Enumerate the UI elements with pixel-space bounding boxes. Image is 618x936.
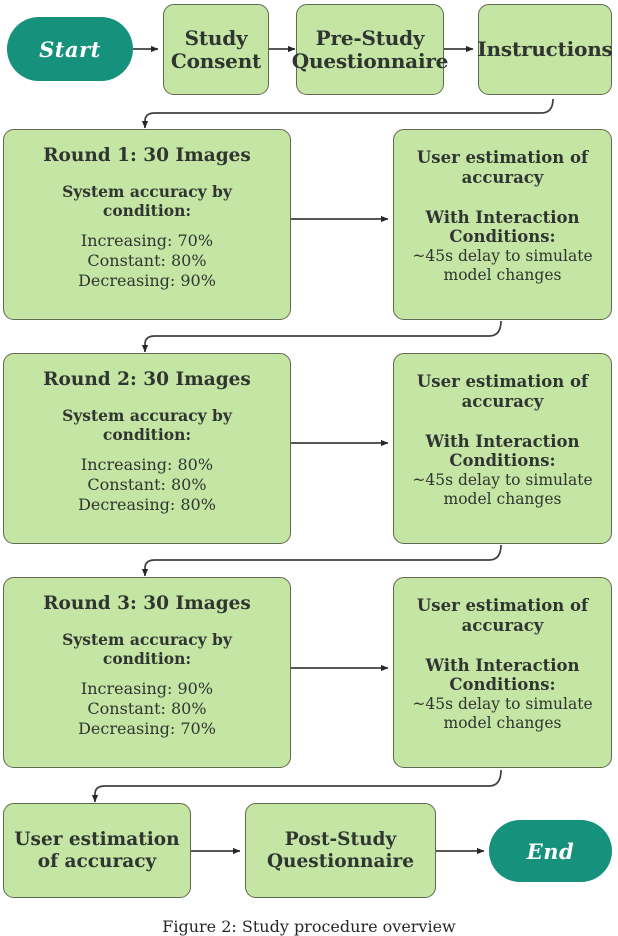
node-round-2-subhead: System accuracy by condition: <box>62 407 232 444</box>
edge-estimate1-to-round2 <box>141 320 502 353</box>
condition-increasing: Increasing: 90% <box>80 679 214 699</box>
condition-decreasing: Decreasing: 70% <box>78 719 216 739</box>
node-post-study-questionnaire[interactable]: Post-Study Questionnaire <box>245 803 436 898</box>
node-round-2[interactable]: Round 2: 30 Images System accuracy by co… <box>3 353 291 544</box>
node-pre-study-questionnaire-line2: Questionnaire <box>291 48 449 73</box>
node-final-estimate-line1: User estimation <box>14 829 180 851</box>
node-instructions[interactable]: Instructions <box>477 4 613 95</box>
edge-instructions-to-round1 <box>141 98 554 129</box>
node-estimate-1-note-line2: model changes <box>443 265 562 284</box>
node-final-estimate[interactable]: User estimation of accuracy <box>3 803 191 898</box>
node-estimate-3-head: User estimation of accuracy <box>417 596 588 636</box>
node-study-consent-line1: Study <box>184 25 248 50</box>
edge-estimate3-to-final <box>91 769 502 803</box>
node-estimate-1-cond-line2: Conditions: <box>449 227 556 247</box>
node-estimate-3[interactable]: User estimation of accuracy With Interac… <box>393 577 612 768</box>
node-round-3-conditions: Increasing: 90% Constant: 80% Decreasing… <box>78 679 216 739</box>
node-estimate-1-cond-line1: With Interaction <box>425 207 580 227</box>
node-estimate-2-cond-line1: With Interaction <box>425 431 580 451</box>
condition-increasing: Increasing: 80% <box>80 455 214 475</box>
node-start-label: Start <box>39 36 101 62</box>
node-estimate-1-note: ~45s delay to simulate model changes <box>410 247 594 284</box>
node-estimate-1-head-line1: User estimation of <box>416 148 589 167</box>
node-estimate-2-note: ~45s delay to simulate model changes <box>410 471 594 508</box>
node-estimate-2-cond-line2: Conditions: <box>449 451 556 471</box>
node-estimate-2-head: User estimation of accuracy <box>417 372 588 412</box>
node-start[interactable]: Start <box>7 17 133 81</box>
node-round-1-subhead-line2: condition: <box>102 200 192 220</box>
node-round-3-subhead: System accuracy by condition: <box>62 631 232 668</box>
node-round-1-subhead-line1: System accuracy by <box>62 182 232 202</box>
node-estimate-3-cond-line2: Conditions: <box>449 675 556 695</box>
node-estimate-1-head: User estimation of accuracy <box>417 148 588 188</box>
condition-constant: Constant: 80% <box>87 251 207 271</box>
edge-estimate2-to-round3 <box>141 544 502 577</box>
node-round-2-title: Round 2: 30 Images <box>43 369 251 390</box>
node-estimate-3-cond-line1: With Interaction <box>425 655 580 675</box>
node-end[interactable]: End <box>489 820 612 882</box>
figure-caption: Figure 2: Study procedure overview <box>162 917 456 936</box>
node-round-2-subhead-line1: System accuracy by <box>62 406 232 426</box>
node-final-estimate-line2: of accuracy <box>37 850 157 872</box>
node-post-study-questionnaire-line2: Questionnaire <box>266 850 415 872</box>
node-round-3[interactable]: Round 3: 30 Images System accuracy by co… <box>3 577 291 768</box>
node-round-3-subhead-line2: condition: <box>102 648 192 668</box>
node-end-label: End <box>526 838 575 864</box>
condition-decreasing: Decreasing: 80% <box>78 495 216 515</box>
node-estimate-2-head-line2: accuracy <box>461 391 544 411</box>
node-round-3-title: Round 3: 30 Images <box>43 593 251 614</box>
node-estimate-2-note-line2: model changes <box>443 489 562 508</box>
node-estimate-2-head-line1: User estimation of <box>416 372 589 391</box>
node-study-consent[interactable]: Study Consent <box>163 4 269 95</box>
node-estimate-1-conditions-head: With Interaction Conditions: <box>425 208 579 248</box>
node-round-1-title: Round 1: 30 Images <box>43 145 251 166</box>
node-estimate-3-note-line1: ~45s delay to simulate <box>412 695 593 714</box>
node-round-3-subhead-line1: System accuracy by <box>62 630 232 650</box>
node-estimate-2-conditions-head: With Interaction Conditions: <box>425 432 579 472</box>
node-round-2-conditions: Increasing: 80% Constant: 80% Decreasing… <box>78 455 216 515</box>
condition-constant: Constant: 80% <box>87 475 207 495</box>
node-estimate-1[interactable]: User estimation of accuracy With Interac… <box>393 129 612 320</box>
node-estimate-3-head-line2: accuracy <box>461 615 544 635</box>
node-round-1[interactable]: Round 1: 30 Images System accuracy by co… <box>3 129 291 320</box>
node-round-2-subhead-line2: condition: <box>102 424 192 444</box>
node-round-1-subhead: System accuracy by condition: <box>62 183 232 220</box>
node-pre-study-questionnaire-line1: Pre-Study <box>315 25 425 50</box>
node-estimate-1-note-line1: ~45s delay to simulate <box>412 247 593 266</box>
node-estimate-3-head-line1: User estimation of <box>416 596 589 615</box>
node-estimate-2[interactable]: User estimation of accuracy With Interac… <box>393 353 612 544</box>
node-estimate-3-note: ~45s delay to simulate model changes <box>410 695 594 732</box>
node-estimate-2-note-line1: ~45s delay to simulate <box>412 471 593 490</box>
node-study-consent-line2: Consent <box>170 48 262 73</box>
node-pre-study-questionnaire[interactable]: Pre-Study Questionnaire <box>292 4 448 95</box>
condition-decreasing: Decreasing: 90% <box>78 271 216 291</box>
node-instructions-label: Instructions <box>477 37 613 62</box>
condition-constant: Constant: 80% <box>87 699 207 719</box>
node-estimate-1-head-line2: accuracy <box>461 167 544 187</box>
node-post-study-questionnaire-line1: Post-Study <box>284 829 397 851</box>
condition-increasing: Increasing: 70% <box>80 231 214 251</box>
node-estimate-3-note-line2: model changes <box>443 713 562 732</box>
node-estimate-3-conditions-head: With Interaction Conditions: <box>425 656 579 696</box>
node-round-1-conditions: Increasing: 70% Constant: 80% Decreasing… <box>78 231 216 291</box>
